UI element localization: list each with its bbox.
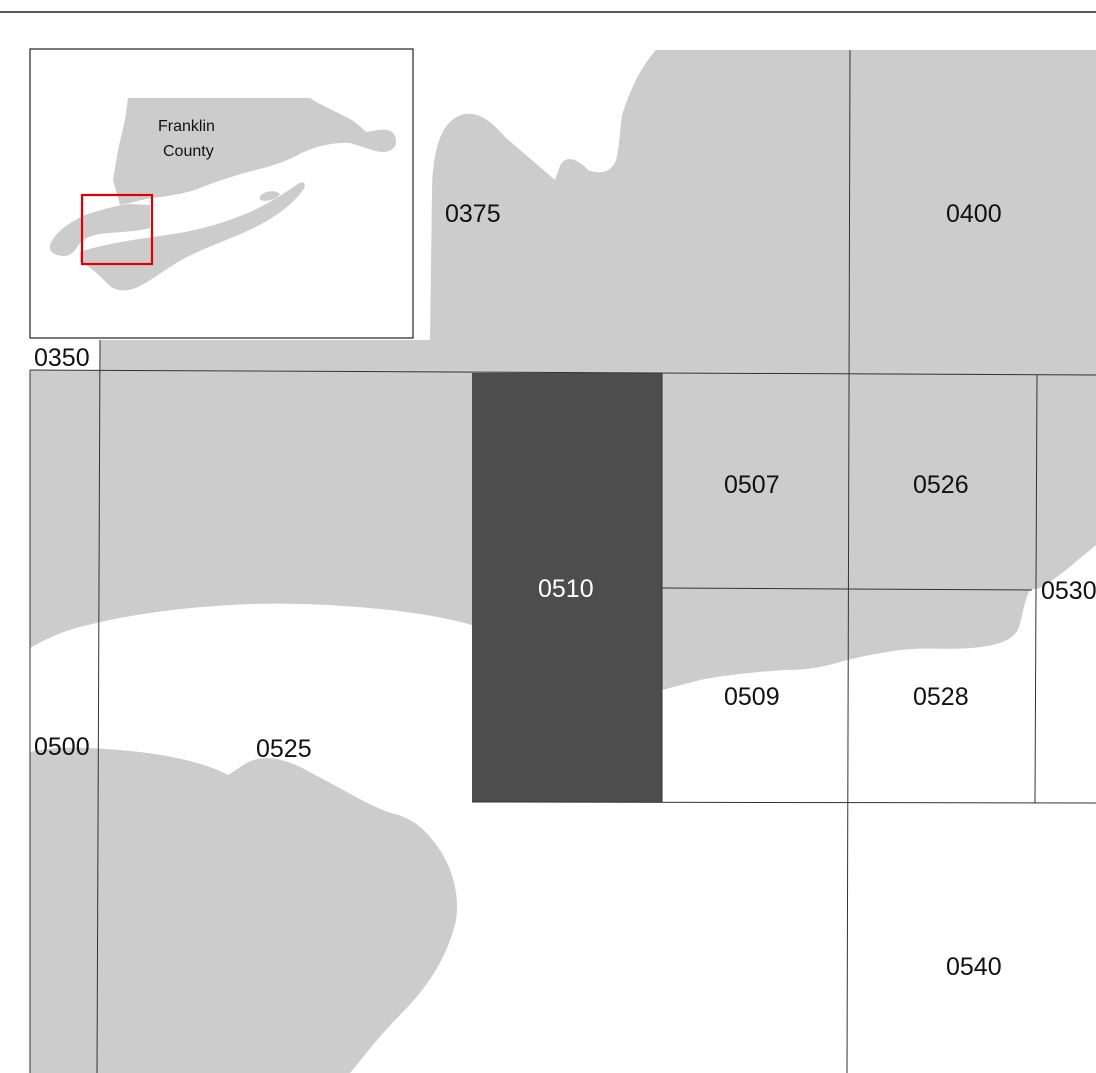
grid-line [1034,374,1038,804]
panel-label-0350[interactable]: 0350 [34,344,90,372]
panel-label-0528[interactable]: 0528 [913,683,969,711]
grid-line [661,587,1033,591]
panel-label-0375[interactable]: 0375 [445,200,501,228]
panel-label-0540[interactable]: 0540 [946,953,1002,981]
inset-county-mainland [113,98,397,205]
panel-label-0530[interactable]: 0530 [1041,577,1096,605]
south-island-land [30,747,458,1073]
panel-grid [29,49,1096,1073]
inset-area-highlight [80,193,154,266]
panel-label-0507[interactable]: 0507 [724,471,780,499]
inset-frame [29,48,414,339]
panel-label-0510[interactable]: 0510 [538,575,594,603]
panel-0510-selected[interactable] [472,373,662,802]
inset-county-southwest [49,204,150,256]
grid-line [29,369,1096,376]
inset-county-label-line2: County [163,143,214,160]
grid-line [471,801,1096,804]
mainland-land [100,50,1096,372]
inset-county-label-line1: Franklin [158,118,215,135]
inset-small-island [260,191,280,201]
panel-labels: 0350 0375 0400 0507 0526 0510 0530 0509 … [34,200,1096,981]
panel-label-0500[interactable]: 0500 [34,733,90,761]
panel-label-0525[interactable]: 0525 [256,735,312,763]
panel-label-0400[interactable]: 0400 [946,200,1002,228]
inset-locator-map: Franklin County [29,48,414,339]
grid-line [846,49,851,1073]
grid-line [96,339,101,1073]
panel-label-0509[interactable]: 0509 [724,683,780,711]
panel-label-0526[interactable]: 0526 [913,471,969,499]
